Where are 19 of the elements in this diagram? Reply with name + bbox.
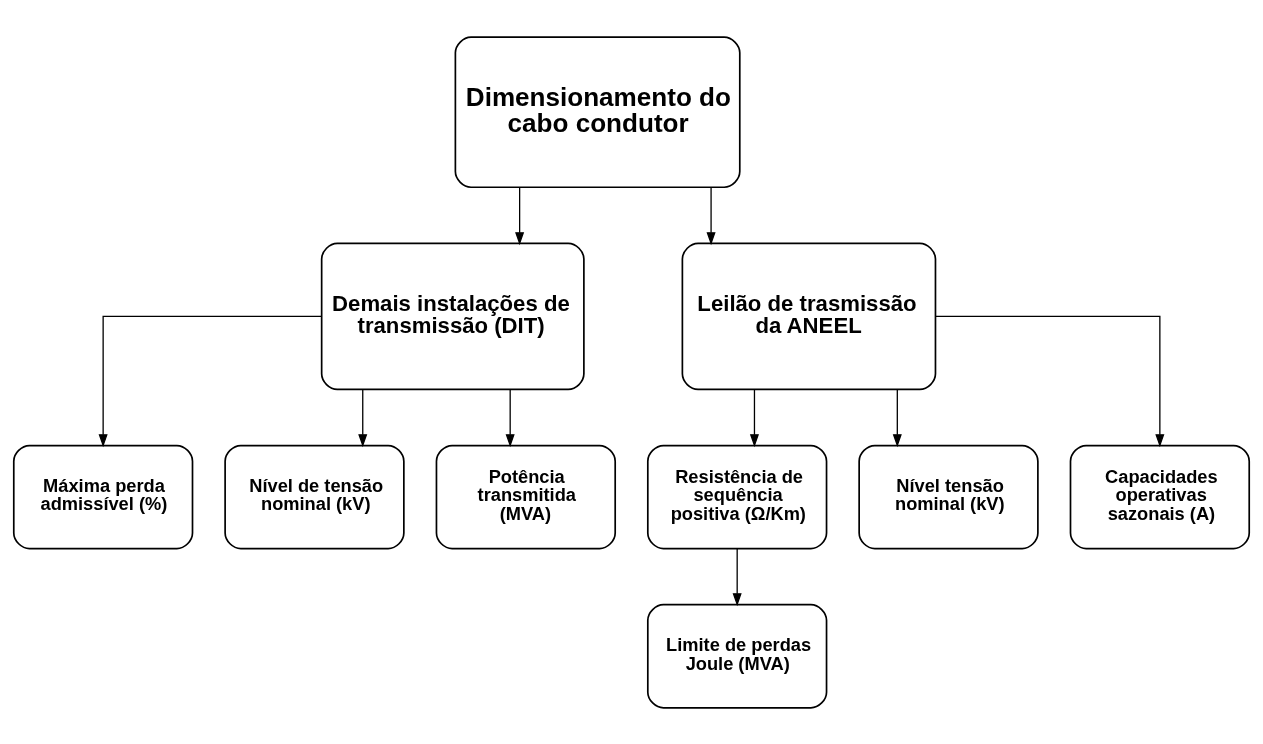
node-box: Resistência de sequência positiva (Ω/Km) [646,444,828,549]
node-box: Capacidades operativas sazonais (A) [1069,444,1251,549]
node-box: Potência transmitida (MVA) [435,444,617,549]
arrow [505,388,515,447]
arrow [358,388,368,447]
node-box: Demais instalações de transmissão (DIT) [320,242,585,390]
node-box: Limite de perdas Joule (MVA) [646,603,828,709]
node-box: Leilão de trasmissão da ANEEL [681,242,937,390]
arrow [515,186,525,245]
arrow [706,186,716,245]
node-box: Nível de tensão nominal (kV) [224,444,405,549]
arrow [749,388,760,447]
node-box: Máxima perda admissível (%) [12,444,194,549]
arrow [732,547,742,606]
arrow [892,388,902,447]
arrow [98,315,323,447]
arrow [935,315,1165,447]
node-box: Nível tensão nominal (kV) [858,444,1039,549]
node-box: Dimensionamento do cabo condutor [454,35,741,188]
